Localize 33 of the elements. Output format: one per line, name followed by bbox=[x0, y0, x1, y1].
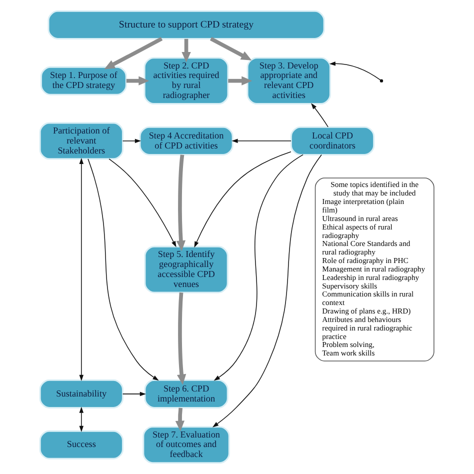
node-box: Step 5. Identify geographically accessible CPD venues bbox=[144, 246, 228, 294]
arrow bbox=[214, 154, 304, 381]
arrow bbox=[126, 76, 150, 86]
node-box: Step 6. CPD implementation bbox=[144, 379, 228, 408]
node-box: Sustainability bbox=[39, 379, 124, 408]
node-box: Success bbox=[39, 430, 124, 460]
node-box: Step 4 Accreditation of CPD activities bbox=[139, 126, 234, 156]
arrow bbox=[212, 154, 322, 428]
arrow bbox=[104, 37, 163, 70]
arrow bbox=[175, 408, 185, 432]
arrow bbox=[79, 406, 84, 432]
arrow bbox=[210, 37, 252, 60]
node-box: Step 2. CPD activities required by rural radiographer bbox=[144, 57, 229, 105]
arrow bbox=[88, 158, 159, 381]
arrow bbox=[79, 158, 84, 382]
node-box: Local CPD coordinators bbox=[290, 126, 375, 156]
node-box: Step 7. Evaluation of outcomes and feedback bbox=[142, 426, 230, 464]
arrow bbox=[329, 61, 382, 81]
arrow bbox=[228, 76, 252, 86]
node-box: Step 3. Develop appropriate and relevant CPD activities bbox=[246, 57, 331, 105]
arrow bbox=[311, 103, 328, 128]
arrow bbox=[176, 154, 186, 252]
node-box: Structure to support CPD strategy bbox=[48, 10, 325, 40]
node-box: Participation of relevant Stakeholders bbox=[39, 122, 124, 160]
node-box: Step 1. Purpose of the CPD strategy bbox=[40, 66, 127, 96]
node-box: Some topics identified in the study that may be included Image interpretation (plain film) Ultrasound in rural areas Ethical aspects of rural radiography National Core Standards and rural radiography Role of radiography in PHC Management in rural radiography Leadership in rural radiography Supervisory skills Communication skills in rural context Drawing of plans e.g., HRD) Attributes and behaviours required in rural radiographic practice Problem solving, Team work skills bbox=[314, 178, 434, 362]
arrow bbox=[182, 38, 191, 62]
arrow bbox=[176, 292, 186, 385]
arrow bbox=[108, 158, 176, 248]
arrow bbox=[232, 138, 292, 144]
arrow bbox=[122, 138, 142, 144]
arrow bbox=[122, 392, 146, 396]
arrow bbox=[194, 151, 292, 248]
